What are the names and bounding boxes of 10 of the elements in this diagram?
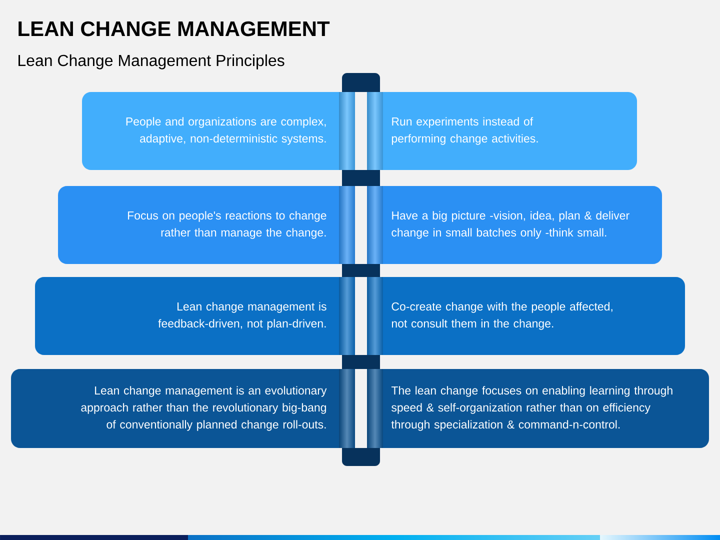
principle-box: Focus on people's reactions to change rather than manage the change. [58, 186, 355, 264]
principle-box: Run experiments instead of performing change activities. [367, 92, 637, 170]
principle-box: The lean change focuses on enabling learning through speed & self-organization rather than on efficiency through specialization & command-n-control. [367, 368, 709, 448]
subtitle: Lean Change Management Principles [18, 54, 284, 70]
principle-box: People and organizations are complex, adaptive, non-deterministic systems. [82, 92, 355, 170]
principle-box: Lean change management is an evolutionary approach rather than the revolutionary big-bang of conventionally planned change roll-outs. [11, 368, 355, 448]
principle-box: Co-create change with the people affected, not consult them in the change. [367, 277, 685, 355]
principle-box: Have a big picture -vision, idea, plan & deliver change in small batches only -think small. [367, 186, 662, 264]
title: LEAN CHANGE MANAGEMENT [18, 21, 330, 36]
principle-box: Lean change management is feedback-driven, not plan-driven. [35, 277, 355, 355]
